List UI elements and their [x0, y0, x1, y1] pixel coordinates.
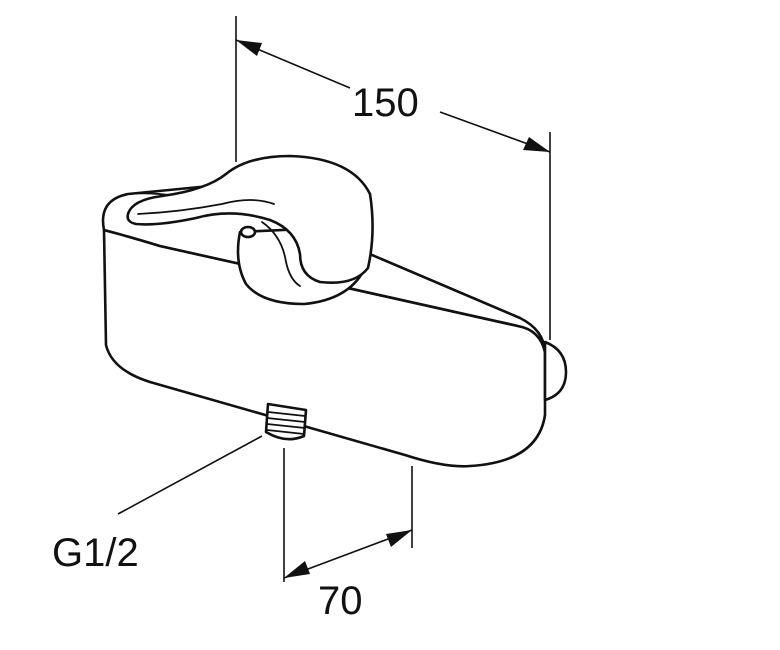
connection-callout: G1/2 — [52, 435, 263, 575]
dimension-depth: 70 — [283, 448, 413, 623]
arrowhead-right — [523, 137, 550, 152]
lever-highlight — [137, 199, 275, 215]
screw-dot — [239, 225, 257, 239]
depth-dimension-label: 70 — [318, 579, 363, 623]
thread-line — [266, 429, 305, 435]
thread-line — [266, 417, 306, 423]
end-cap — [543, 340, 568, 402]
arrowhead-right — [386, 530, 412, 547]
thread-line — [267, 411, 306, 417]
lever-paddle — [126, 154, 374, 284]
connection-label: G1/2 — [52, 531, 139, 575]
thread-line — [266, 423, 306, 429]
arrowhead-left — [236, 40, 262, 56]
arrowhead-left — [284, 561, 310, 578]
dimension-width: 150 — [235, 16, 551, 340]
leader-line — [117, 435, 263, 515]
threaded-connection — [264, 402, 308, 441]
lever-neck — [261, 221, 301, 287]
width-dimension-label: 150 — [352, 81, 419, 125]
lever-handle — [126, 154, 374, 306]
